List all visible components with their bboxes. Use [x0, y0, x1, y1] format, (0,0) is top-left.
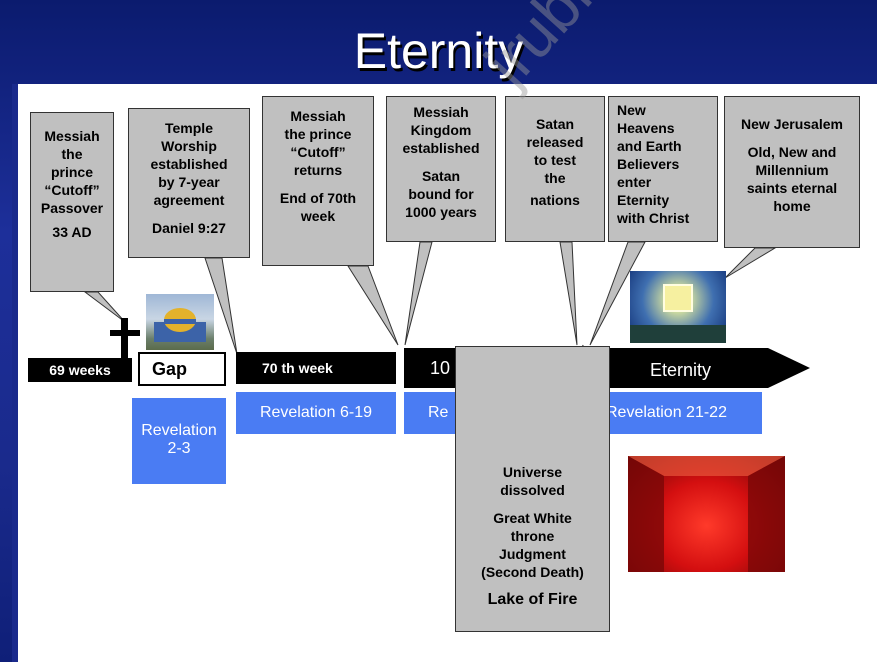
bar-eternity-label: Eternity [650, 360, 712, 380]
callout-satan-released: Satan released to test the nations [505, 96, 605, 242]
revelation-2-3: Revelation 2-3 [132, 398, 226, 484]
callout-kingdom: Messiah Kingdom established Satan bound … [386, 96, 496, 242]
callout-new-jerusalem: New Jerusalem Old, New and Millennium sa… [724, 96, 860, 248]
bar-70th-week: 70 th week [236, 352, 396, 384]
callout-messiah-returns: Messiah the prince “Cutoff” returns End … [262, 96, 374, 266]
page-title: Eternity [353, 23, 524, 79]
callout-temple-worship: Temple Worship established by 7-year agr… [128, 108, 250, 258]
glowing-cube-image [630, 271, 726, 343]
bar-gap: Gap [138, 352, 226, 386]
bar-69-weeks: 69 weeks [28, 358, 132, 382]
lake-of-fire-image [628, 456, 785, 572]
callout-messiah-passover: Messiah the prince “Cutoff” Passover 33 … [30, 112, 114, 292]
revelation-6-19: Revelation 6-19 [236, 392, 396, 434]
dome-of-rock-image [146, 294, 214, 350]
cross-icon [110, 318, 140, 380]
revelation-21-22: Revelation 21-22 [588, 392, 762, 434]
callout-new-heavens: New Heavens and Earth Believers enter Et… [608, 96, 718, 242]
bar-eternity-arrow [588, 348, 810, 388]
callout-lake-of-fire: Universe dissolved Great White throne Ju… [455, 346, 610, 632]
